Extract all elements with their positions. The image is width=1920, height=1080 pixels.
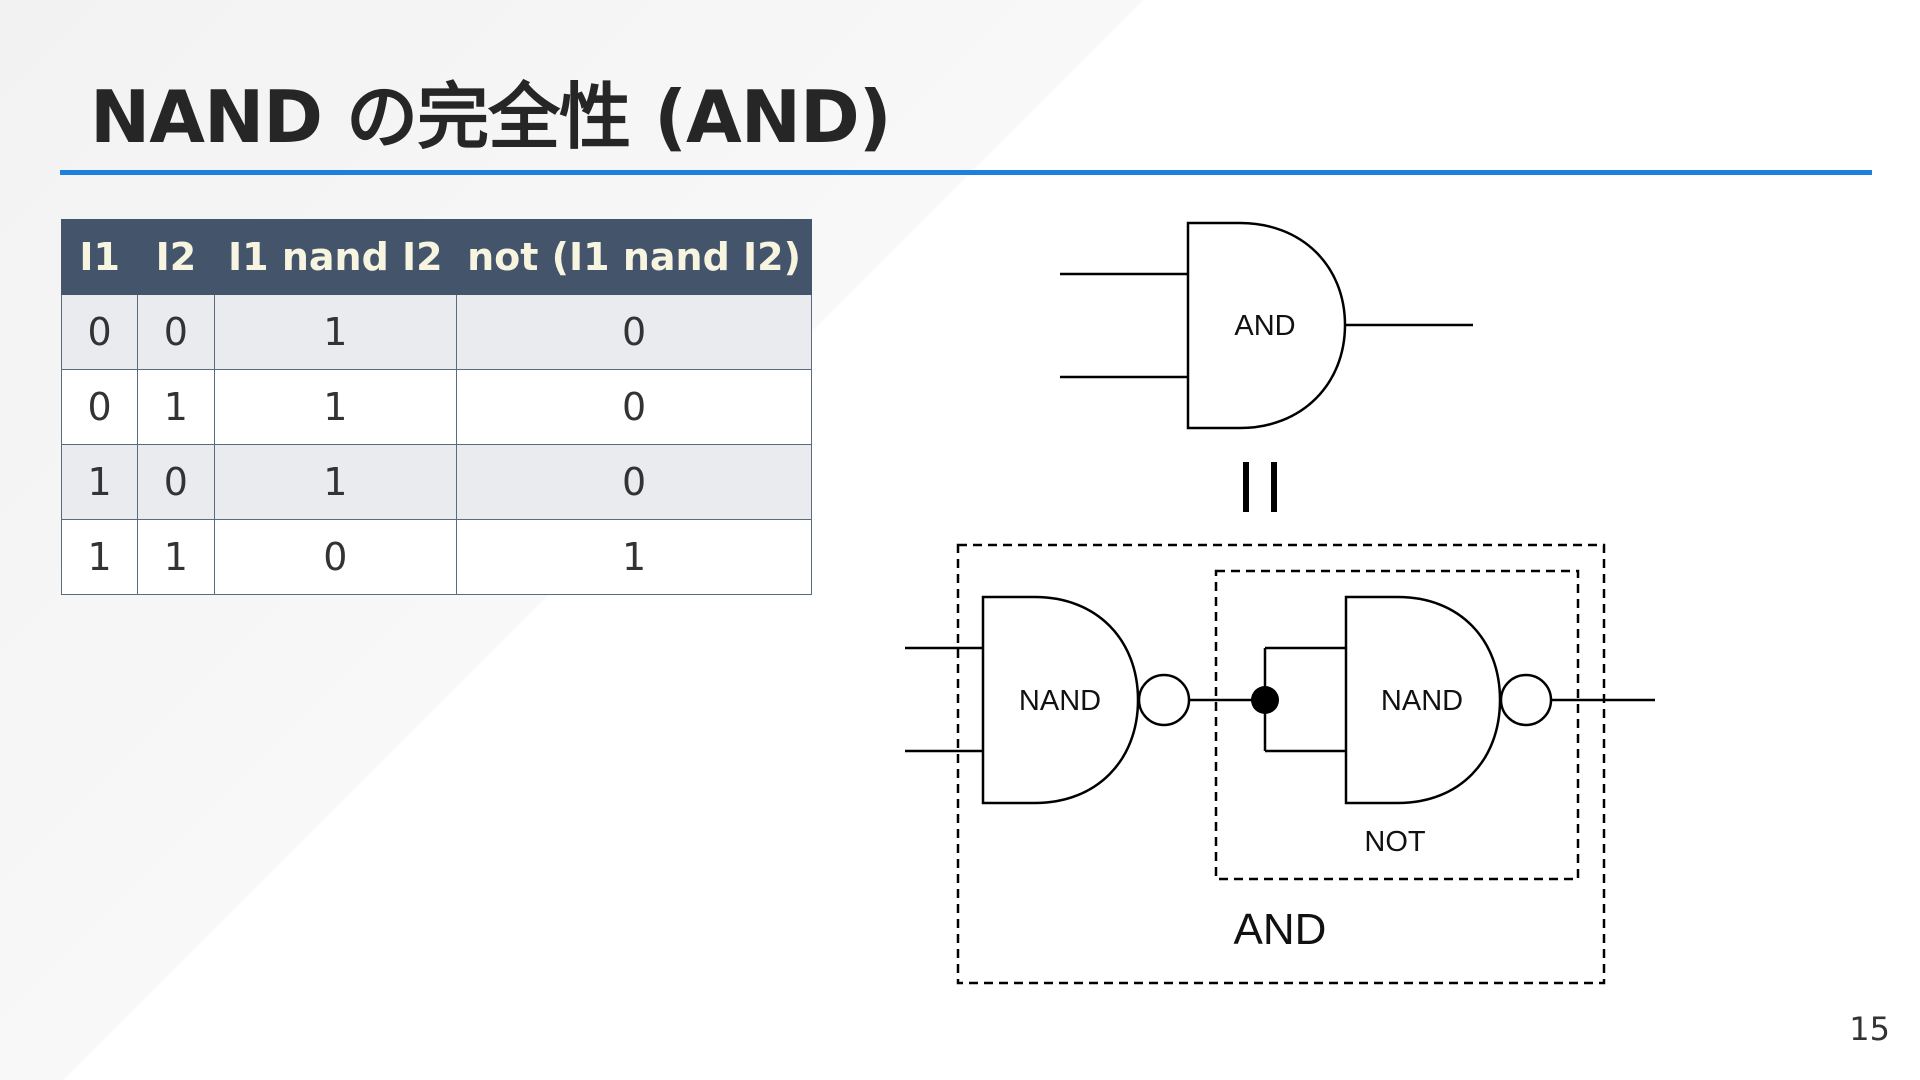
cell-i1: 0: [60, 369, 139, 445]
cell-i1: 0: [60, 294, 139, 370]
cell-nand: 0: [213, 519, 458, 595]
cell-i1: 1: [60, 519, 139, 595]
slide-title: NAND の完全性 (AND): [90, 75, 892, 159]
cell-i2: 1: [137, 369, 215, 445]
title-underline: [60, 170, 1872, 175]
and-box-label: AND: [1234, 905, 1327, 954]
truth-table-row: 0 1 1 0: [60, 369, 812, 445]
and-composite-box: [956, 543, 1606, 985]
cell-nand: 1: [213, 444, 458, 520]
cell-nand: 1: [213, 369, 458, 445]
truth-table: I1 I2 I1 nand I2 not (I1 nand I2) 0 0 1 …: [60, 219, 812, 595]
second-nand-gate-symbol: [1344, 595, 1655, 805]
equals-symbol: [1243, 462, 1277, 512]
first-nand-label: NAND: [1019, 685, 1101, 717]
header-i1: I1: [60, 219, 139, 295]
first-nand-gate-symbol: [905, 595, 1265, 805]
cell-not-nand: 0: [456, 444, 812, 520]
and-gate-symbol: [1060, 221, 1473, 430]
second-nand-label: NAND: [1381, 685, 1463, 717]
and-gate-label: AND: [1234, 310, 1295, 342]
cell-i2: 1: [137, 519, 215, 595]
cell-i1: 1: [60, 444, 139, 520]
not-composite-box: [1214, 569, 1580, 881]
junction-dot: [1251, 686, 1279, 714]
truth-table-row: 0 0 1 0: [60, 294, 812, 370]
header-not-nand: not (I1 nand I2): [456, 219, 812, 295]
truth-table-header-row: I1 I2 I1 nand I2 not (I1 nand I2): [60, 219, 812, 295]
truth-table-row: 1 0 1 0: [60, 444, 812, 520]
cell-not-nand: 0: [456, 294, 812, 370]
cell-i2: 0: [137, 444, 215, 520]
cell-not-nand: 0: [456, 369, 812, 445]
cell-not-nand: 1: [456, 519, 812, 595]
page-number: 15: [1849, 1010, 1890, 1048]
nand1-inversion-bubble: [1137, 673, 1191, 727]
nand2-inversion-bubble: [1499, 673, 1553, 727]
header-nand: I1 nand I2: [213, 219, 458, 295]
truth-table-row: 1 1 0 1: [60, 519, 812, 595]
and-gate-body: [1186, 221, 1347, 430]
cell-nand: 1: [213, 294, 458, 370]
not-box-label: NOT: [1364, 826, 1426, 858]
cell-i2: 0: [137, 294, 215, 370]
